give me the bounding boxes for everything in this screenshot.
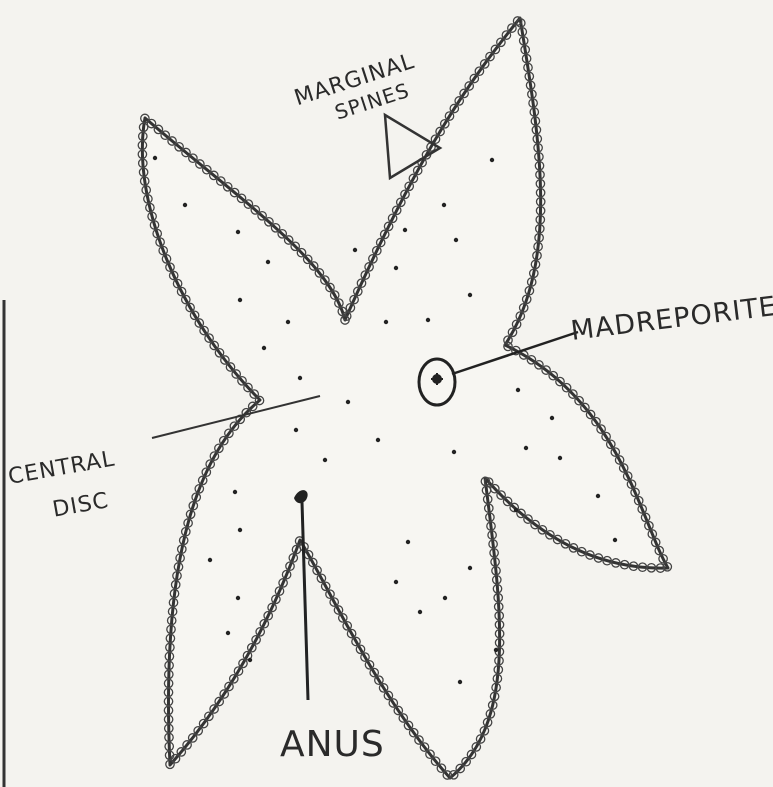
- surface-dot: [403, 228, 407, 232]
- surface-dot: [298, 376, 302, 380]
- surface-dot: [153, 156, 157, 160]
- surface-dot: [394, 580, 398, 584]
- surface-dot: [376, 438, 380, 442]
- surface-dot: [238, 528, 242, 532]
- starfish-body-outline: [142, 18, 668, 778]
- label-central-line1: CENTRAL: [6, 447, 117, 490]
- surface-dot: [426, 318, 430, 322]
- surface-dot: [238, 298, 242, 302]
- surface-dot: [294, 428, 298, 432]
- surface-dot: [208, 558, 212, 562]
- surface-dot: [458, 680, 462, 684]
- surface-dot: [384, 320, 388, 324]
- surface-dot: [346, 400, 350, 404]
- surface-dot: [558, 456, 562, 460]
- surface-dot: [490, 158, 494, 162]
- surface-dot: [286, 320, 290, 324]
- surface-dot: [443, 596, 447, 600]
- surface-dot: [550, 416, 554, 420]
- surface-dot: [516, 388, 520, 392]
- surface-dot: [406, 540, 410, 544]
- surface-dot: [323, 458, 327, 462]
- surface-dot: [353, 248, 357, 252]
- surface-dot: [394, 266, 398, 270]
- surface-dot: [524, 446, 528, 450]
- surface-dot: [266, 260, 270, 264]
- surface-dot: [468, 293, 472, 297]
- label-madreporite: MADREPORITE: [569, 291, 773, 347]
- surface-dot: [262, 346, 266, 350]
- surface-dot: [236, 596, 240, 600]
- surface-dot: [468, 566, 472, 570]
- surface-dot: [596, 494, 600, 498]
- surface-dot: [454, 238, 458, 242]
- surface-dot: [442, 203, 446, 207]
- surface-dot: [613, 538, 617, 542]
- surface-dot: [236, 230, 240, 234]
- surface-dot: [233, 490, 237, 494]
- surface-dot: [494, 648, 498, 652]
- label-central-line2: DISC: [51, 488, 111, 522]
- surface-dot: [514, 508, 518, 512]
- surface-dot: [418, 610, 422, 614]
- surface-dot: [452, 450, 456, 454]
- surface-dot: [183, 203, 187, 207]
- surface-dot: [248, 658, 252, 662]
- surface-dot: [226, 631, 230, 635]
- label-anus: ANUS: [280, 724, 385, 765]
